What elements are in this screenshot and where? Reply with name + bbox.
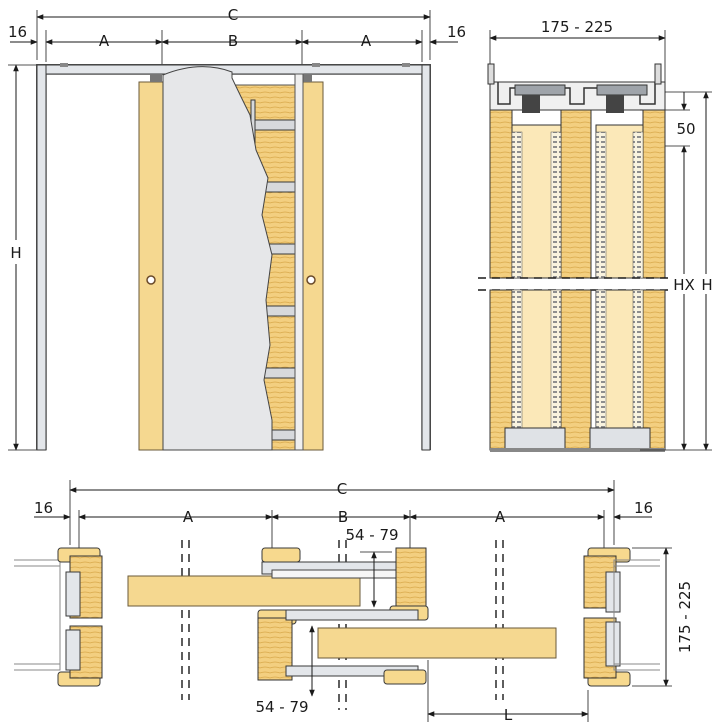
- plan-wall-range: 175 - 225: [676, 581, 694, 653]
- plan-b-center: B: [338, 508, 348, 526]
- front-height-label: H: [10, 244, 21, 262]
- front-right-margin: 16: [447, 23, 466, 41]
- plan-right-margin: 16: [634, 499, 653, 517]
- front-a-right: A: [361, 32, 372, 50]
- side-hx-label: HX: [673, 276, 695, 294]
- plan-left-margin: 16: [34, 499, 53, 517]
- plan-a-right: A: [495, 508, 506, 526]
- plan-a-left: A: [183, 508, 194, 526]
- front-overall-dim: C: [228, 6, 238, 24]
- front-left-margin: 16: [8, 23, 27, 41]
- front-b-center: B: [228, 32, 238, 50]
- front-a-left: A: [99, 32, 110, 50]
- side-height-label: H: [701, 276, 712, 294]
- plan-overall-dim: C: [337, 480, 347, 498]
- plan-view: C 16 A B A 16: [14, 480, 694, 724]
- plan-leaf-offset: L: [504, 706, 513, 724]
- plan-thickness-bottom: 54 - 79: [255, 698, 308, 716]
- side-top-offset: 50: [676, 120, 695, 138]
- side-width-range: 175 - 225: [541, 18, 613, 36]
- plan-thickness-top: 54 - 79: [345, 526, 398, 544]
- side-view: 175 - 225 50: [478, 18, 715, 452]
- front-view: C 16 A B A 16 H: [8, 6, 466, 451]
